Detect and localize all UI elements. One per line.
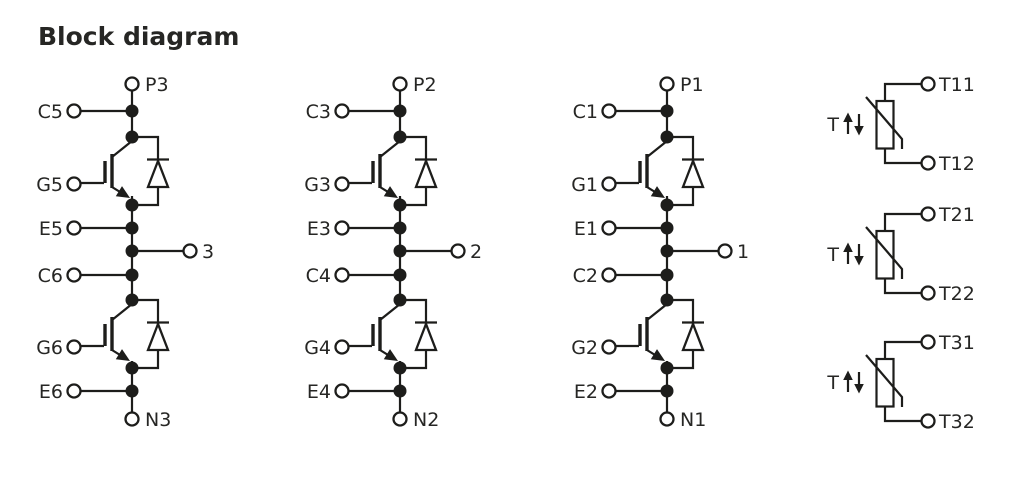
terminal-label-t-bottom: T12 <box>938 153 975 175</box>
terminal-label-p: P3 <box>145 74 169 96</box>
half-bridge-circuit <box>333 75 467 428</box>
terminal-label-t-top: T21 <box>938 204 975 226</box>
temperature-label: T <box>826 372 839 394</box>
terminal-label-p: P2 <box>413 74 437 96</box>
half-bridge-leg-2: P2 C3 G3 E3 2 C4 G4 E4 N2 <box>304 74 482 431</box>
thermistor-2: T T21 T22 <box>826 204 974 305</box>
terminal-label-c-bot: C4 <box>306 265 331 287</box>
terminal-label-g-top: G5 <box>36 174 63 196</box>
terminal-label-c-top: C3 <box>306 101 331 123</box>
terminal-label-out: 3 <box>202 241 214 263</box>
half-bridge-leg-3: P3 C5 G5 E5 3 C6 G6 E6 N3 <box>36 74 214 431</box>
terminal-label-c-top: C5 <box>38 101 63 123</box>
half-bridge-leg-1: P1 C1 G1 E1 1 C2 G2 E2 N1 <box>571 74 749 431</box>
terminal-label-n: N2 <box>413 409 439 431</box>
terminal-label-g-bot: G6 <box>36 337 63 359</box>
terminal-label-g-top: G3 <box>304 174 331 196</box>
thermistor-symbol <box>842 76 936 171</box>
temperature-label: T <box>826 114 839 136</box>
thermistor-1: T T11 T12 <box>826 74 974 175</box>
thermistor-symbol <box>842 206 936 301</box>
terminal-label-t-top: T11 <box>938 74 975 96</box>
terminal-label-e-top: E3 <box>307 218 331 240</box>
terminal-label-out: 2 <box>470 241 482 263</box>
half-bridge-circuit <box>65 75 199 428</box>
half-bridge-circuit <box>600 75 734 428</box>
terminal-label-n: N1 <box>680 409 706 431</box>
terminal-label-e-bot: E6 <box>39 381 63 403</box>
terminal-label-t-top: T31 <box>938 332 975 354</box>
terminal-label-g-top: G1 <box>571 174 598 196</box>
terminal-label-n: N3 <box>145 409 171 431</box>
terminal-label-c-bot: C2 <box>573 265 598 287</box>
terminal-label-c-top: C1 <box>573 101 598 123</box>
thermistor-3: T T31 T32 <box>826 332 974 433</box>
terminal-label-p: P1 <box>680 74 704 96</box>
terminal-label-e-bot: E4 <box>307 381 331 403</box>
terminal-label-t-bottom: T22 <box>938 283 975 305</box>
temperature-label: T <box>826 244 839 266</box>
terminal-label-g-bot: G4 <box>304 337 331 359</box>
terminal-label-e-top: E1 <box>574 218 598 240</box>
terminal-label-out: 1 <box>737 241 749 263</box>
terminal-label-c-bot: C6 <box>38 265 63 287</box>
terminal-label-t-bottom: T32 <box>938 411 975 433</box>
terminal-label-e-bot: E2 <box>574 381 598 403</box>
thermistor-symbol <box>842 334 936 429</box>
page-title: Block diagram <box>38 22 239 51</box>
terminal-label-g-bot: G2 <box>571 337 598 359</box>
terminal-label-e-top: E5 <box>39 218 63 240</box>
